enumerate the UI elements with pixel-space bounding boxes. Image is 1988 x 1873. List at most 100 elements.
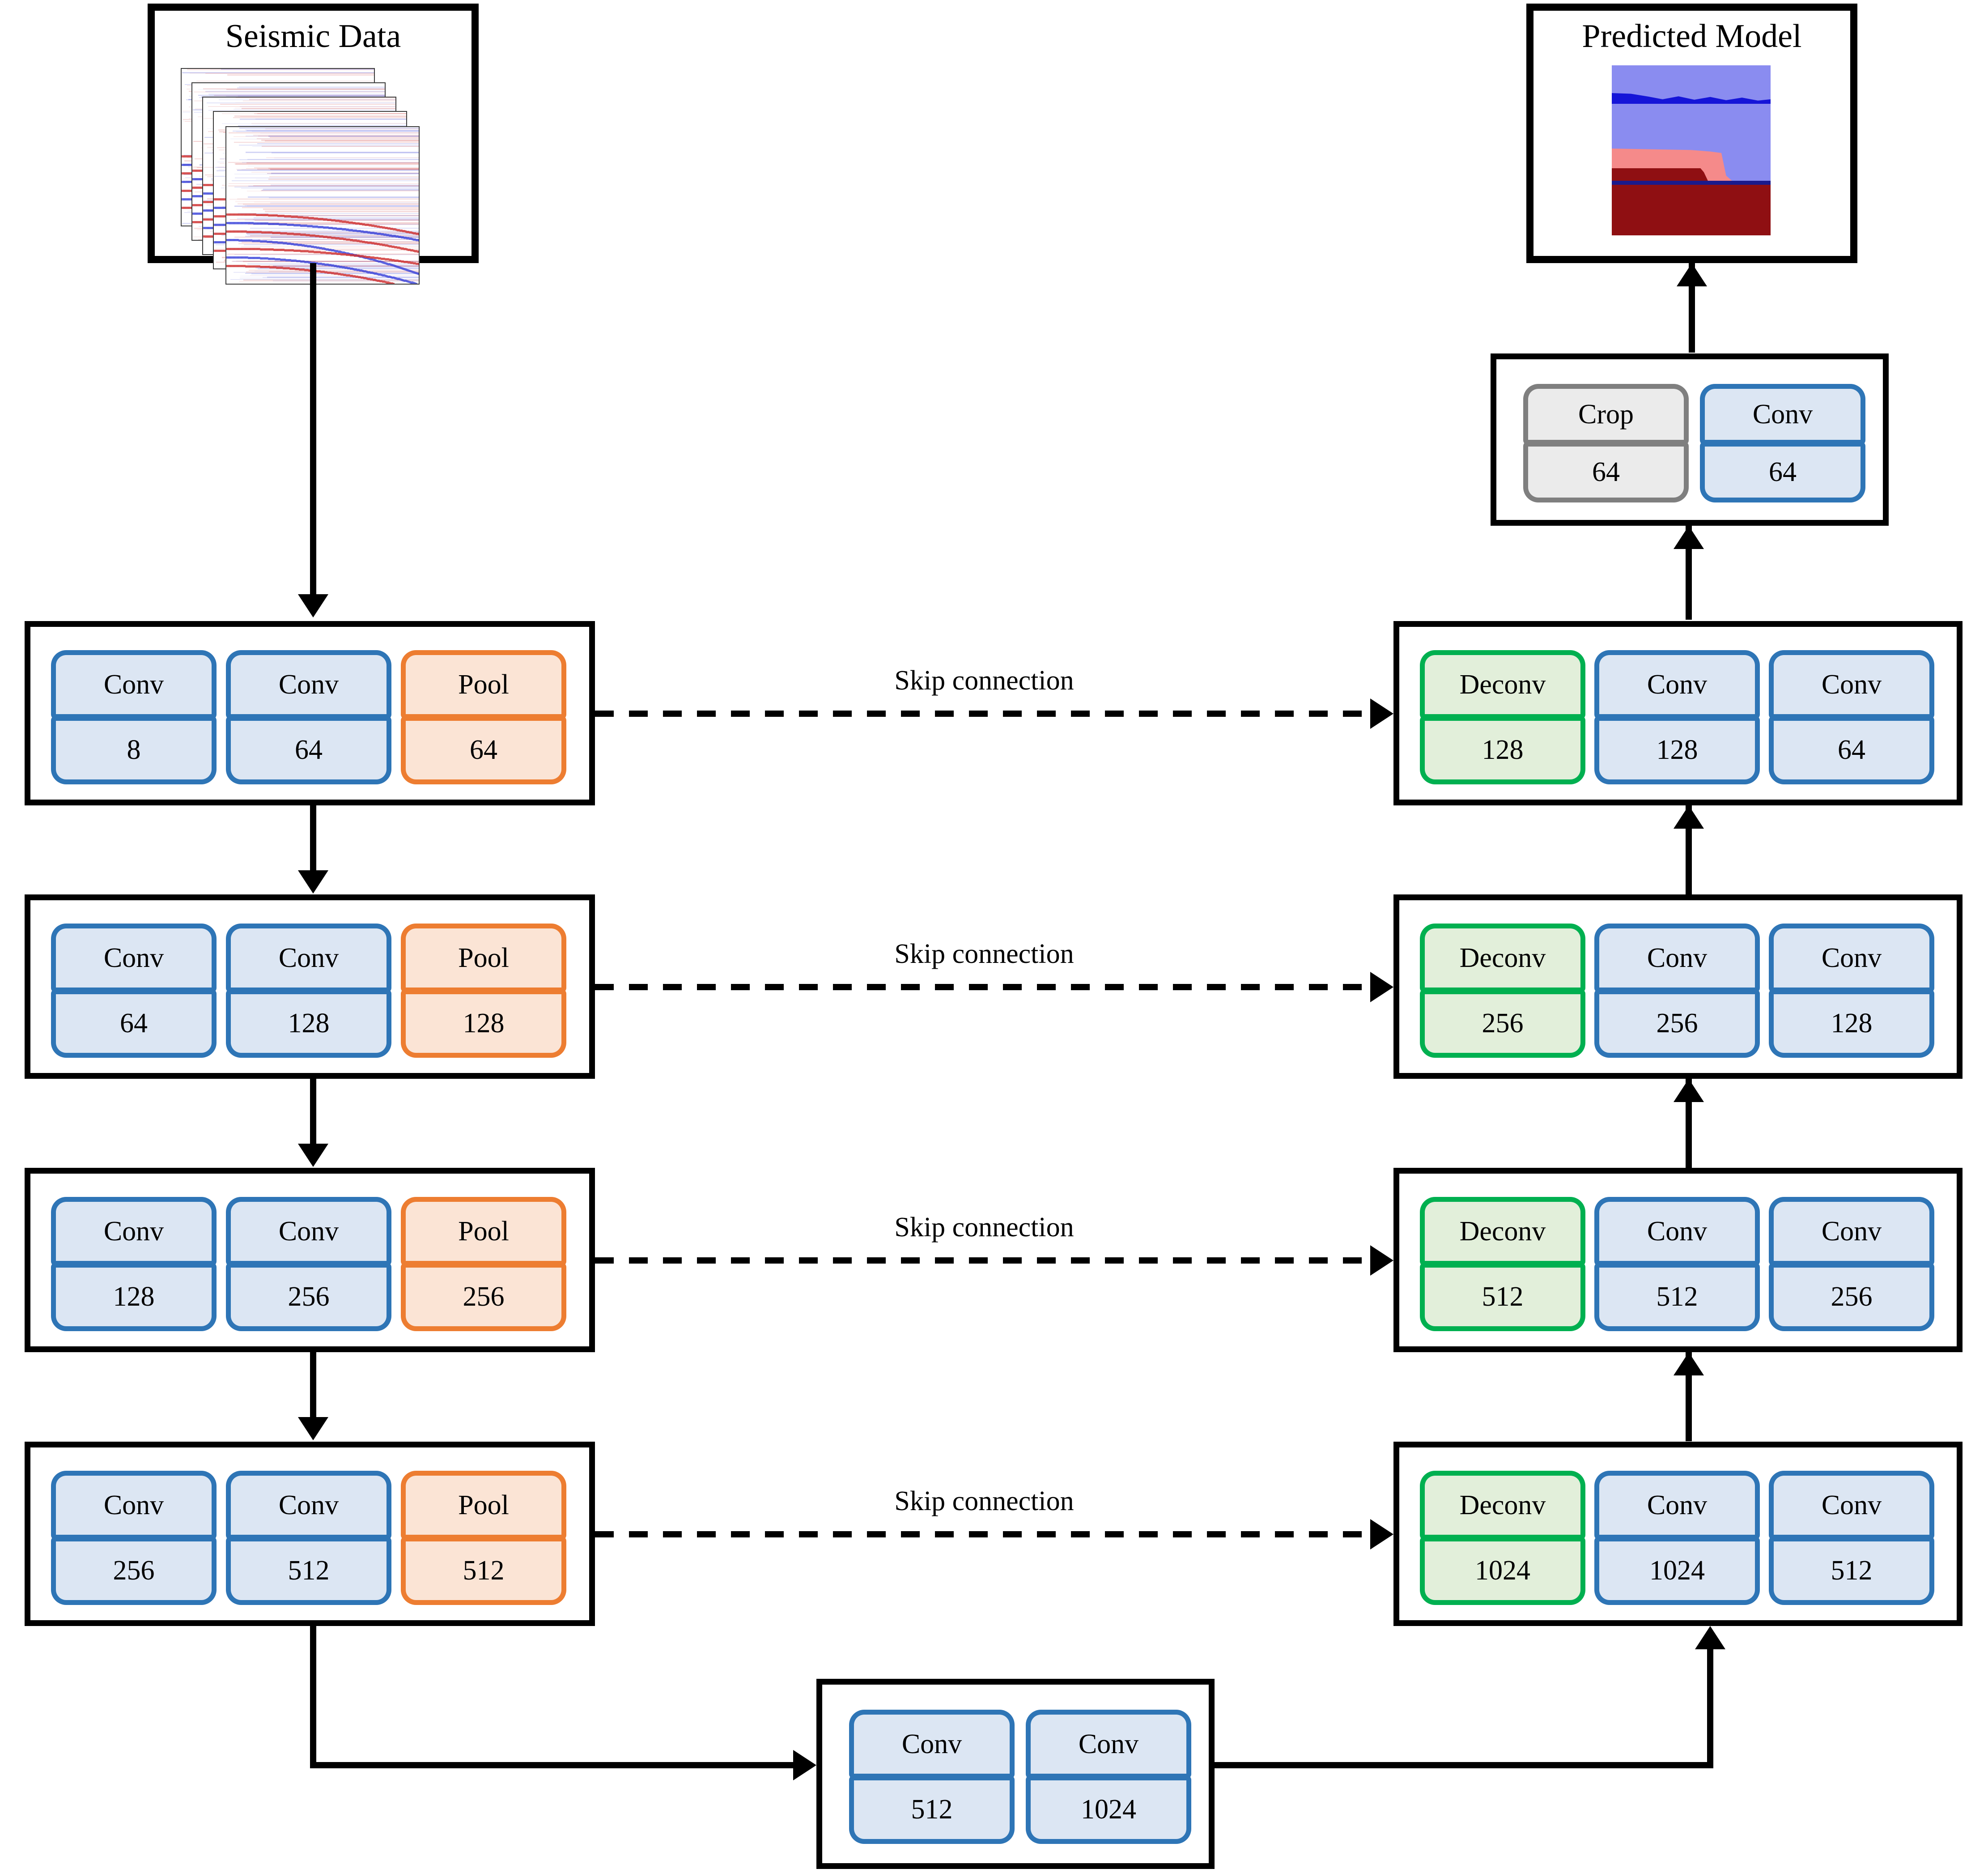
unit-conv-8[interactable]: Conv 8 [51, 650, 217, 784]
unit-label: Conv [849, 1710, 1015, 1779]
unit-conv-512-bottleneck[interactable]: Conv 512 [849, 1710, 1015, 1844]
decoder-block-2: Deconv 256 Conv 256 Conv 128 [1393, 894, 1963, 1079]
unit-conv-512-d3[interactable]: Conv 512 [1594, 1197, 1760, 1331]
arrow-encoder2-to-encoder3-shaft [310, 1079, 316, 1144]
path-bottleneck-to-decoder4-horizontal [1215, 1762, 1713, 1768]
unit-deconv-1024-d4[interactable]: Deconv 1024 [1420, 1471, 1585, 1605]
skip-connection-label-4: Skip connection [894, 1486, 1074, 1516]
arrow-decoder3-to-decoder2-head [1674, 1079, 1704, 1102]
unit-channels: 256 [51, 1536, 217, 1605]
seismic-gather-stack [155, 11, 472, 285]
skip-connection-arrow-4 [1370, 1519, 1393, 1549]
unit-label: Conv [1769, 650, 1934, 719]
arrow-decoder1-to-head-shaft [1686, 526, 1692, 620]
skip-connection-label-3: Skip connection [894, 1212, 1074, 1243]
unit-channels: 256 [1594, 989, 1760, 1058]
unit-label: Conv [51, 1471, 217, 1540]
unit-label: Conv [226, 650, 391, 719]
arrow-encoder3-to-encoder4-head [298, 1417, 328, 1440]
unit-channels: 64 [1769, 715, 1934, 784]
predicted-model-panel: Predicted Model [1526, 4, 1857, 263]
unit-label: Pool [401, 1197, 566, 1266]
arrow-input-to-encoder1-shaft [310, 263, 316, 594]
unit-channels: 128 [226, 989, 391, 1058]
unit-pool-256-e3[interactable]: Pool 256 [401, 1197, 566, 1331]
unit-label: Conv [226, 1197, 391, 1266]
path-encoder4-to-bottleneck-vertical [310, 1626, 316, 1768]
unit-conv-64-d1[interactable]: Conv 64 [1769, 650, 1934, 784]
skip-connection-label-2: Skip connection [894, 939, 1074, 969]
arrow-encoder1-to-encoder2-shaft [310, 805, 316, 870]
unit-channels: 512 [401, 1536, 566, 1605]
arrow-decoder4-to-decoder3-head [1674, 1352, 1704, 1375]
encoder-block-2: Conv 64 Conv 128 Pool 128 [25, 894, 595, 1079]
unit-conv-256-e3[interactable]: Conv 256 [226, 1197, 391, 1331]
unit-channels: 64 [1700, 442, 1865, 502]
skip-connection-line-3 [595, 1257, 1373, 1264]
unit-conv-128-d1[interactable]: Conv 128 [1594, 650, 1760, 784]
unit-channels: 64 [51, 989, 217, 1058]
unit-label: Deconv [1420, 924, 1585, 992]
arrow-head-to-output-shaft-head [1677, 263, 1707, 286]
unit-channels: 256 [1769, 1262, 1934, 1331]
encoder-block-4: Conv 256 Conv 512 Pool 512 [25, 1442, 595, 1626]
unit-label: Conv [1769, 1471, 1934, 1540]
unit-label: Conv [1769, 924, 1934, 992]
unit-channels: 1024 [1420, 1536, 1585, 1605]
unit-label: Deconv [1420, 650, 1585, 719]
unit-label: Conv [51, 650, 217, 719]
unit-label: Conv [51, 924, 217, 992]
unit-deconv-256-d2[interactable]: Deconv 256 [1420, 924, 1585, 1058]
unit-conv-256-e4[interactable]: Conv 256 [51, 1471, 217, 1605]
unit-pool-64-e1[interactable]: Pool 64 [401, 650, 566, 784]
unit-conv-1024-bottleneck[interactable]: Conv 1024 [1026, 1710, 1191, 1844]
predicted-model-title: Predicted Model [1582, 18, 1802, 55]
unit-label: Pool [401, 924, 566, 992]
unit-label: Conv [1594, 1197, 1760, 1266]
skip-connection-line-1 [595, 711, 1373, 717]
unit-conv-256-d3[interactable]: Conv 256 [1769, 1197, 1934, 1331]
unit-channels: 64 [401, 715, 566, 784]
arrow-input-to-encoder1-head [298, 594, 328, 617]
unit-deconv-128-d1[interactable]: Deconv 128 [1420, 650, 1585, 784]
unit-channels: 1024 [1594, 1536, 1760, 1605]
unit-label: Deconv [1420, 1471, 1585, 1540]
unit-label: Conv [226, 1471, 391, 1540]
decoder-block-4: Deconv 1024 Conv 1024 Conv 512 [1393, 1442, 1963, 1626]
skip-connection-arrow-3 [1370, 1245, 1393, 1276]
unit-conv-256-d2[interactable]: Conv 256 [1594, 924, 1760, 1058]
unit-conv-512-e4[interactable]: Conv 512 [226, 1471, 391, 1605]
unit-deconv-512-d3[interactable]: Deconv 512 [1420, 1197, 1585, 1331]
unit-conv-128-d2[interactable]: Conv 128 [1769, 924, 1934, 1058]
unit-conv-64-head[interactable]: Conv 64 [1700, 384, 1865, 502]
unit-conv-512-d4[interactable]: Conv 512 [1769, 1471, 1934, 1605]
unit-channels: 128 [1769, 989, 1934, 1058]
path-bottleneck-to-decoder4-head [1695, 1626, 1725, 1649]
decoder-block-1: Deconv 128 Conv 128 Conv 64 [1393, 621, 1963, 805]
unit-channels: 128 [51, 1262, 217, 1331]
unit-conv-128-e3[interactable]: Conv 128 [51, 1197, 217, 1331]
unit-channels: 128 [1594, 715, 1760, 784]
unit-conv-64-e1[interactable]: Conv 64 [226, 650, 391, 784]
unit-channels: 512 [1420, 1262, 1585, 1331]
unit-channels: 128 [1420, 715, 1585, 784]
unit-label: Crop [1523, 384, 1689, 445]
unit-label: Conv [1769, 1197, 1934, 1266]
unit-conv-1024-d4[interactable]: Conv 1024 [1594, 1471, 1760, 1605]
unit-channels: 512 [849, 1775, 1015, 1844]
path-encoder4-to-bottleneck-horizontal [310, 1762, 793, 1768]
unit-channels: 256 [1420, 989, 1585, 1058]
unit-crop-64[interactable]: Crop 64 [1523, 384, 1689, 502]
seismic-data-panel: Seismic Data [148, 4, 479, 285]
unit-conv-64-e2[interactable]: Conv 64 [51, 924, 217, 1058]
unit-channels: 256 [401, 1262, 566, 1331]
seismic-gather-1 [225, 126, 420, 285]
unit-label: Deconv [1420, 1197, 1585, 1266]
unit-pool-128-e2[interactable]: Pool 128 [401, 924, 566, 1058]
arrow-encoder2-to-encoder3-head [298, 1144, 328, 1167]
unit-channels: 1024 [1026, 1775, 1191, 1844]
unit-pool-512-e4[interactable]: Pool 512 [401, 1471, 566, 1605]
path-bottleneck-to-decoder4-vertical [1707, 1649, 1713, 1768]
unit-conv-128-e2[interactable]: Conv 128 [226, 924, 391, 1058]
bottleneck-block: Conv 512 Conv 1024 [816, 1679, 1215, 1869]
